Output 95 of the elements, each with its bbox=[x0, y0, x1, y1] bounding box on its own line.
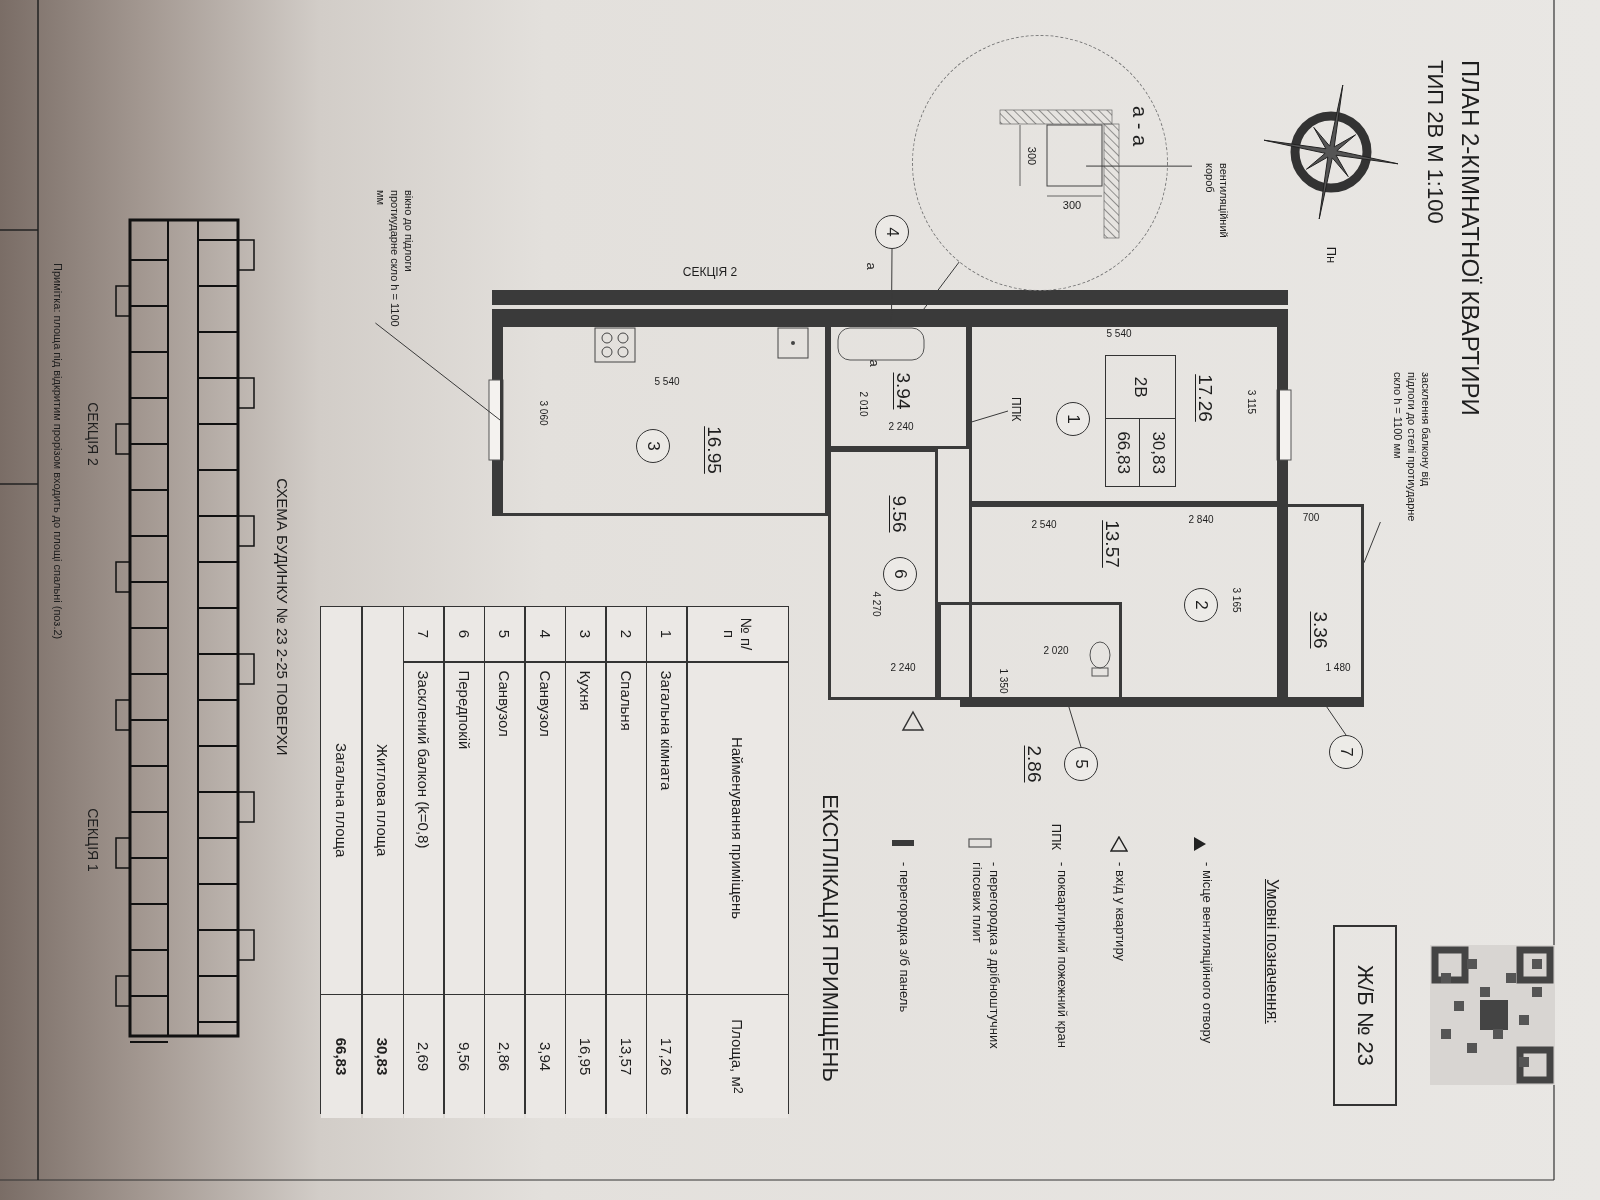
row-number: 5 bbox=[485, 607, 525, 661]
dimension-label: 300 bbox=[1024, 146, 1038, 166]
apartment-tag bbox=[1105, 355, 1176, 487]
row-number: 6 bbox=[445, 607, 484, 661]
dimension-label: 2 540 bbox=[1031, 519, 1057, 531]
legend-symbol: ППК bbox=[1048, 823, 1064, 851]
room-area: 17.26 bbox=[1194, 374, 1216, 422]
room-outline bbox=[969, 504, 1280, 700]
leader-line bbox=[1085, 165, 1193, 167]
callout-number: 5 bbox=[1064, 747, 1098, 781]
room-area: 3.36 bbox=[1309, 611, 1331, 649]
dimension-label: 300 bbox=[1062, 199, 1082, 213]
room-area: 2.86 bbox=[1023, 745, 1045, 783]
room-area: 9.56 bbox=[888, 495, 910, 533]
row-number: 1 bbox=[647, 607, 687, 661]
area-value: 2,69 bbox=[404, 995, 444, 1118]
total-label: Загальна площа bbox=[321, 607, 362, 994]
north-label: Пн bbox=[1323, 246, 1339, 264]
dimension-label: 3 115 bbox=[1245, 389, 1257, 415]
callout-number: 3 bbox=[636, 429, 670, 463]
dimension-label: 2 020 bbox=[1043, 645, 1069, 657]
room-name: Спальня bbox=[607, 662, 646, 994]
leader-line bbox=[374, 322, 501, 421]
column-header: Найменування приміщень bbox=[688, 662, 788, 994]
room-name: Санвузол bbox=[485, 662, 525, 994]
column-header: № п/п bbox=[688, 607, 788, 661]
room-outline bbox=[828, 449, 938, 700]
apartment-type: 2В bbox=[1130, 375, 1152, 400]
row-number: 4 bbox=[526, 607, 565, 661]
room-area: 3.94 bbox=[892, 372, 914, 410]
room-area: 16.95 bbox=[703, 426, 725, 474]
note-text: вікно до підлоги протиударне скло h = 1100 мм bbox=[343, 190, 415, 330]
section-mark: а bbox=[866, 359, 882, 367]
table-title: ЕКСПЛІКАЦІЯ ПРИМІЩЕНЬ bbox=[817, 794, 844, 1082]
callout-number: 7 bbox=[1329, 735, 1363, 769]
section-label: СЕКЦІЯ 2 bbox=[682, 264, 738, 280]
callout-number: 4 bbox=[875, 215, 909, 249]
section-label: СЕКЦІЯ 2 bbox=[84, 402, 102, 466]
living-area: 30,83 bbox=[1140, 418, 1175, 486]
plan-title: ПЛАН 2-КІМНАТНОЇ КВАРТИРИ bbox=[1456, 60, 1484, 416]
area-value: 3,94 bbox=[526, 995, 565, 1118]
total-value: 30,83 bbox=[363, 995, 403, 1118]
section-label: СЕКЦІЯ 1 bbox=[84, 808, 102, 872]
scheme-title: СХЕМА БУДИНКУ № 23 2-25 ПОВЕРХИ bbox=[273, 478, 291, 756]
total-value: 66,83 bbox=[321, 995, 362, 1118]
leader-line bbox=[1363, 521, 1381, 564]
room-name: Кухня bbox=[566, 662, 606, 994]
dimension-label: 3 165 bbox=[1230, 587, 1242, 613]
dimension-label: 5 540 bbox=[1106, 328, 1132, 340]
legend-text: - вхід у квартиру bbox=[1112, 862, 1128, 963]
dimension-label: 1 350 bbox=[997, 668, 1009, 694]
area-value: 17,26 bbox=[647, 995, 687, 1118]
area-value: 13,57 bbox=[607, 995, 646, 1118]
dimension-label: 2 840 bbox=[1188, 514, 1214, 526]
fire-hose-label: ППК bbox=[1009, 397, 1023, 424]
area-value: 16,95 bbox=[566, 995, 606, 1118]
dimension-label: 3 060 bbox=[537, 400, 549, 426]
legend-text: - перегородка з/б панель bbox=[896, 862, 912, 1015]
legend-text: - поквартирний пожежний кран bbox=[1054, 862, 1070, 1050]
dimension-label: 2 240 bbox=[890, 662, 916, 674]
room-area: 13.57 bbox=[1101, 520, 1123, 568]
total-label: Житлова площа bbox=[363, 607, 403, 994]
room-outline bbox=[938, 602, 1122, 700]
section-mark: а - а bbox=[1127, 106, 1151, 146]
note-text: вентиляційний короб bbox=[1192, 163, 1230, 268]
plan-subtitle: ТИП 2В М 1:100 bbox=[1422, 60, 1448, 224]
area-value: 2,86 bbox=[485, 995, 525, 1118]
legend-text: - перегородка з дрібноштучних гіпсових плит bbox=[969, 862, 1002, 1051]
dimension-label: 2 240 bbox=[888, 421, 914, 433]
dimension-label: 1 480 bbox=[1325, 662, 1351, 674]
room-name: Санвузол bbox=[526, 662, 565, 994]
dimension-label: 5 540 bbox=[654, 376, 680, 388]
legend-heading: Умовні позначення: bbox=[1263, 879, 1282, 1026]
row-number: 7 bbox=[404, 607, 444, 661]
room-outline bbox=[500, 324, 828, 516]
area-value: 9,56 bbox=[445, 995, 484, 1118]
room-name: Передпокій bbox=[445, 662, 484, 994]
row-number: 3 bbox=[566, 607, 606, 661]
room-name: Загальна кімната bbox=[647, 662, 687, 994]
row-number: 2 bbox=[607, 607, 646, 661]
room-outline bbox=[828, 324, 969, 449]
room-outline bbox=[969, 324, 1280, 504]
legend-text: - місце вентиляційного отвору bbox=[1199, 862, 1215, 1046]
callout-number: 2 bbox=[1184, 588, 1218, 622]
section-mark: а bbox=[863, 262, 879, 270]
callout-number: 6 bbox=[883, 557, 917, 591]
dimension-label: 2 010 bbox=[857, 391, 869, 417]
total-area: 66,83 bbox=[1106, 418, 1141, 486]
building-number: Ж/Б № 23 bbox=[1333, 925, 1397, 1106]
footnote: Примітка: площа під відкритим прорізом входить до площі спальні (поз.2) bbox=[51, 263, 64, 640]
callout-number: 1 bbox=[1056, 402, 1090, 436]
dimension-label: 700 bbox=[1302, 512, 1320, 524]
room-name: Засклений балкон (k=0,8) bbox=[404, 662, 444, 994]
dimension-label: 4 270 bbox=[870, 591, 882, 617]
note-text: засклення балкону від підлоги до стелі протиударне скло h = 1100 мм bbox=[1346, 372, 1432, 522]
